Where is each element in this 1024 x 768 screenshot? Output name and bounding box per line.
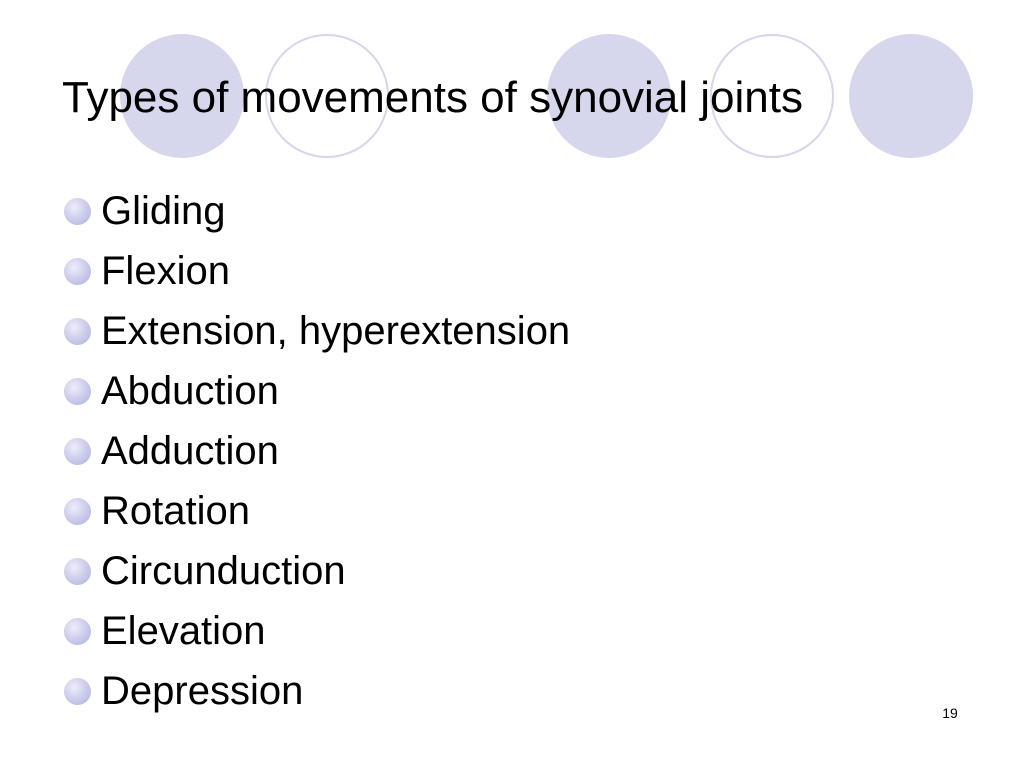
bullet-text: Circunduction: [101, 549, 346, 593]
bullet-dot-icon: [64, 437, 91, 465]
bullet-dot-icon: [64, 197, 91, 225]
bullet-dot-icon: [64, 377, 91, 405]
bullet-text: Extension, hyperextension: [101, 309, 571, 353]
decorative-circle-3: [547, 34, 671, 158]
bullet-dot-icon: [64, 497, 91, 525]
bullet-item: Depression: [64, 661, 570, 721]
decorative-ring-4: [710, 34, 834, 158]
bullet-item: Gliding: [64, 181, 570, 241]
bullet-item: Abduction: [64, 361, 570, 421]
bullet-dot-icon: [64, 677, 91, 705]
decorative-circle-1: [120, 34, 244, 158]
bullet-dot-icon: [64, 617, 91, 645]
bullet-list: Gliding Flexion Extension, hyperextensio…: [64, 181, 570, 721]
bullet-item: Circunduction: [64, 541, 570, 601]
bullet-item: Flexion: [64, 241, 570, 301]
bullet-dot-icon: [64, 257, 91, 285]
bullet-item: Rotation: [64, 481, 570, 541]
page-number: 19: [942, 705, 958, 721]
decorative-circle-5: [849, 34, 973, 158]
bullet-item: Adduction: [64, 421, 570, 481]
bullet-text: Depression: [101, 669, 304, 713]
bullet-item: Extension, hyperextension: [64, 301, 570, 361]
slide-title: Types of movements of synovial joints: [62, 73, 803, 122]
bullet-dot-icon: [64, 317, 91, 345]
bullet-text: Flexion: [101, 249, 230, 293]
bullet-text: Adduction: [101, 429, 279, 473]
bullet-text: Abduction: [101, 369, 279, 413]
bullet-item: Elevation: [64, 601, 570, 661]
bullet-dot-icon: [64, 557, 91, 585]
bullet-text: Elevation: [101, 609, 266, 653]
bullet-text: Rotation: [101, 489, 250, 533]
bullet-text: Gliding: [101, 189, 226, 233]
decorative-ring-2: [265, 34, 389, 158]
